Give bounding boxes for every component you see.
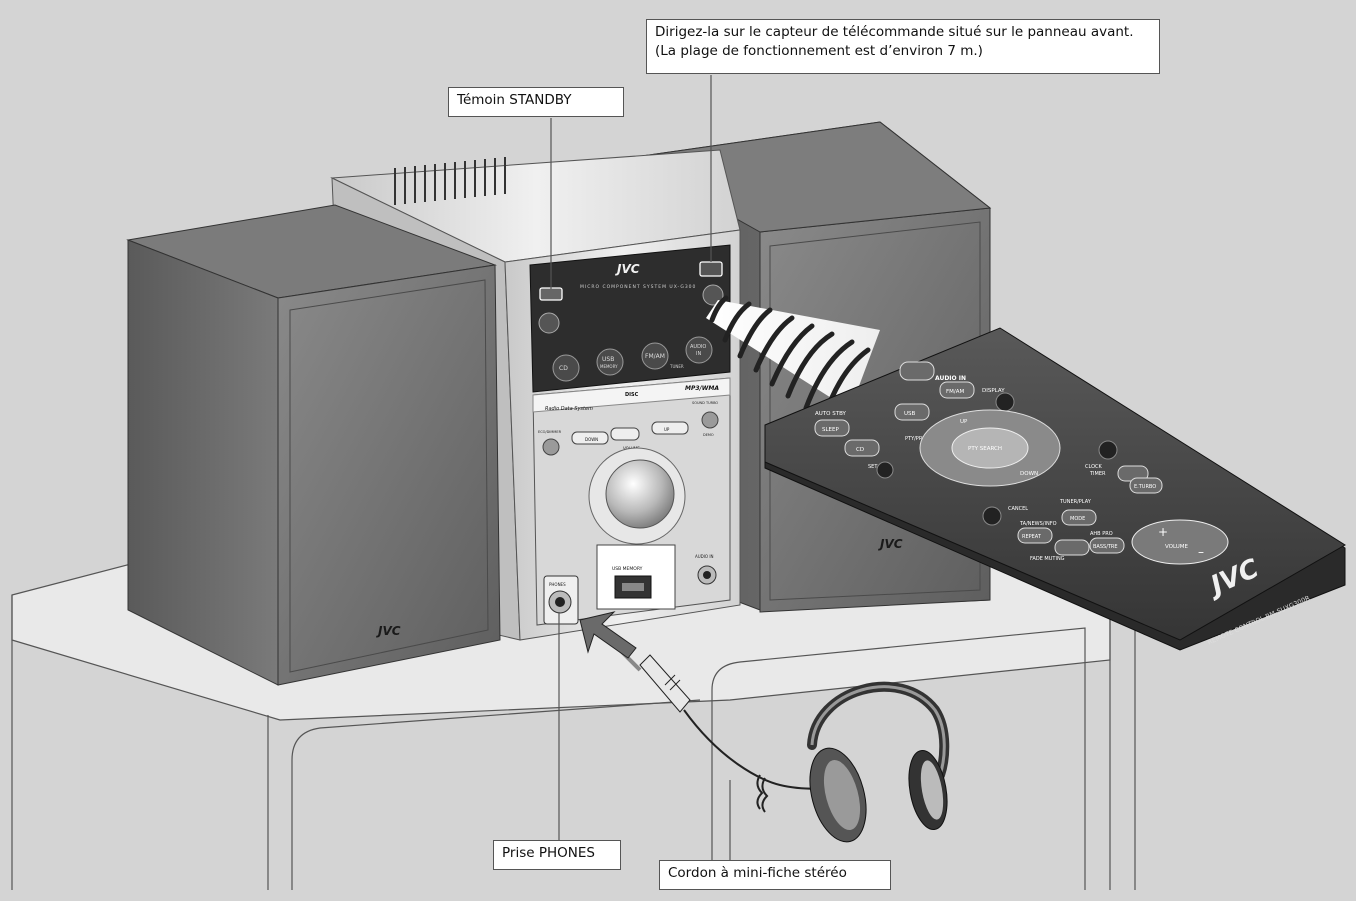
tuner-label: TUNER bbox=[669, 364, 684, 369]
eco-label: ECO/DIMMER bbox=[538, 430, 562, 434]
remote-volume-minus: – bbox=[1198, 545, 1204, 559]
audio-in-button-label: AUDIO bbox=[690, 344, 706, 350]
leader-lines bbox=[550, 75, 731, 860]
vent-grille bbox=[394, 157, 506, 205]
remote-repeat-button[interactable] bbox=[1017, 527, 1053, 544]
remote-sensor-callout: Dirigez-la sur le capteur de télécommand… bbox=[646, 19, 1160, 74]
remote-volume-rocker[interactable] bbox=[1131, 519, 1229, 565]
remote-power-button[interactable] bbox=[899, 361, 935, 381]
audio-in-jack-label: AUDIO IN bbox=[695, 554, 714, 559]
remote-clock-timer-button[interactable] bbox=[1098, 440, 1118, 460]
mp3-label: MP3/WMA bbox=[685, 385, 719, 392]
insert-arrow bbox=[579, 611, 637, 659]
left-speaker: JVC bbox=[126, 204, 501, 686]
remote-sensor bbox=[699, 261, 723, 277]
remote-set-label: SET bbox=[868, 464, 878, 470]
remote-fmam-button[interactable] bbox=[939, 381, 975, 399]
remote-tuner-play-label: TUNER/PLAY bbox=[1059, 499, 1092, 505]
standby-indicator bbox=[539, 287, 563, 301]
remote-ta-label: TA/NEWS/INFO bbox=[1019, 521, 1057, 527]
unit-logo: JVC bbox=[615, 262, 640, 276]
down-button[interactable] bbox=[571, 431, 609, 445]
usb-button[interactable] bbox=[596, 348, 624, 376]
rds-label: Radio Data System bbox=[545, 406, 593, 412]
remote-down-label: DOWN bbox=[1020, 471, 1038, 477]
unit-model-line: MICRO COMPONENT SYSTEM UX-G300 bbox=[580, 284, 696, 290]
remote-fmam-label: FM/AM bbox=[946, 389, 965, 395]
audio-in-button-sublabel: IN bbox=[696, 351, 701, 357]
stop-button[interactable] bbox=[610, 427, 640, 441]
demo-label: DEMO bbox=[703, 433, 714, 437]
phones-jack-label: PHONES bbox=[549, 582, 566, 587]
remote-cd-button[interactable] bbox=[844, 439, 880, 457]
remote-cancel-label: CANCEL bbox=[1008, 506, 1028, 512]
remote-audio-in-label: AUDIO IN bbox=[935, 375, 966, 382]
mini-plug bbox=[639, 654, 691, 713]
up-button[interactable] bbox=[651, 421, 689, 435]
remote-up-label: UP bbox=[960, 419, 968, 425]
remote-eturbo-label: E.TURBO bbox=[1134, 484, 1156, 490]
remote-auto-stby-label: AUTO STBY bbox=[815, 411, 847, 417]
eco-dimmer-button[interactable] bbox=[542, 438, 560, 456]
left-speaker-logo: JVC bbox=[376, 624, 401, 638]
up-button-label: UP bbox=[664, 427, 670, 432]
remote-bass-label: BASS/TRE bbox=[1093, 544, 1118, 550]
remote-set-button[interactable] bbox=[876, 461, 894, 479]
remote-display-button[interactable] bbox=[995, 392, 1015, 412]
remote-timer-label: TIMER bbox=[1089, 471, 1106, 477]
remote-fade-label: FADE MUTING bbox=[1030, 556, 1065, 562]
phones-callout: Prise PHONES bbox=[493, 840, 621, 870]
right-speaker-logo: JVC bbox=[878, 537, 903, 551]
cord-callout: Cordon à mini-fiche stéréo bbox=[659, 860, 891, 890]
cd-button[interactable] bbox=[552, 354, 580, 382]
remote-usb-button[interactable] bbox=[894, 403, 930, 421]
headphones bbox=[807, 681, 950, 843]
remote-eturbo-button[interactable] bbox=[1129, 477, 1163, 494]
power-button[interactable] bbox=[538, 312, 560, 334]
fmam-button[interactable] bbox=[641, 342, 669, 370]
audio-in-button[interactable] bbox=[685, 336, 713, 364]
cd-button-label: CD bbox=[559, 365, 568, 372]
remote-mode-label: MODE bbox=[1070, 516, 1085, 522]
transport-buttons: DOWN UP bbox=[571, 421, 689, 445]
remote-clock-label: CLOCK bbox=[1085, 464, 1103, 470]
remote-pty-search-button[interactable] bbox=[951, 427, 1029, 469]
remote-usb-label: USB bbox=[904, 411, 916, 417]
source-buttons: CD USB MEMORY FM/AM TUNER AUDIO IN bbox=[552, 336, 713, 382]
remote-repeat-label: REPEAT bbox=[1022, 534, 1042, 540]
remote-pty-search-label: PTY SEARCH bbox=[968, 446, 1002, 452]
cd-disc-logo: DISC bbox=[625, 392, 639, 398]
volume-knob[interactable] bbox=[605, 459, 675, 529]
remote-cd-label: CD bbox=[856, 447, 864, 453]
standby-callout: Témoin STANDBY bbox=[448, 87, 624, 117]
remote-cancel-button[interactable] bbox=[982, 506, 1002, 526]
down-button-label: DOWN bbox=[585, 437, 598, 442]
remote-display-label: DISPLAY bbox=[982, 388, 1005, 394]
remote-bass-button[interactable] bbox=[1089, 537, 1125, 554]
remote-mode-button[interactable] bbox=[1061, 509, 1097, 526]
sound-turbo-label: SOUND TURBO bbox=[692, 401, 718, 405]
usb-button-label: USB bbox=[602, 356, 614, 363]
remote-volume-plus: + bbox=[1158, 525, 1168, 539]
sound-turbo-button[interactable] bbox=[701, 411, 719, 429]
usb-memory-label: USB MEMORY bbox=[612, 566, 643, 572]
remote-volume-label: VOLUME bbox=[1165, 544, 1189, 550]
remote-sleep-label: SLEEP bbox=[822, 427, 840, 433]
remote-sleep-button[interactable] bbox=[814, 419, 850, 437]
fmam-button-label: FM/AM bbox=[645, 353, 665, 360]
usb-button-sublabel: MEMORY bbox=[600, 364, 618, 369]
remote-ahb-label: AHB PRO bbox=[1090, 531, 1113, 537]
remote-fade-button[interactable] bbox=[1054, 539, 1090, 556]
